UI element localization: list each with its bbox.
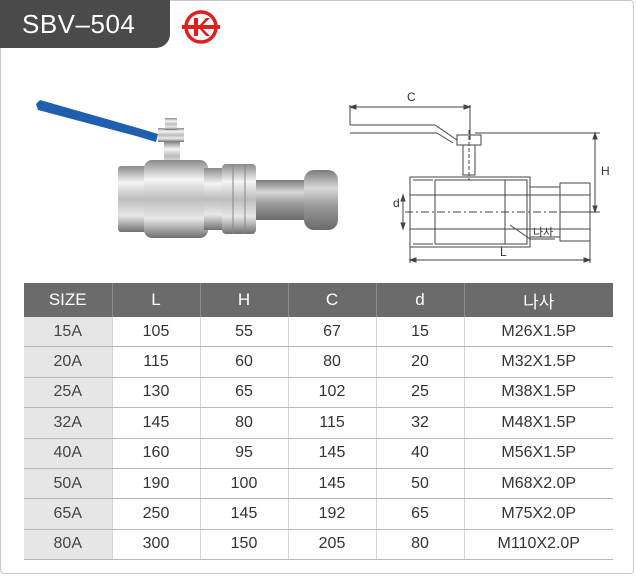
table-cell: M32X1.5P	[464, 346, 613, 378]
table-cell: 192	[288, 498, 377, 530]
table-cell: M38X1.5P	[464, 377, 613, 409]
valve-photo	[36, 100, 338, 238]
table-cell: M75X2.0P	[464, 498, 613, 530]
column-header: d	[376, 283, 465, 317]
thread-label: 나사	[533, 226, 553, 239]
table-cell: 150	[200, 529, 289, 561]
table-row: 40A 160 95 145 40 M56X1.5P	[24, 438, 613, 469]
dim-c-label: C	[407, 90, 416, 104]
table-cell: 300	[112, 529, 201, 561]
table-row: 80A 300 150 205 80 M110X2.0P	[24, 529, 613, 561]
table-cell: 65	[200, 377, 289, 409]
table-cell: 250	[112, 498, 201, 530]
table-cell: M48X1.5P	[464, 407, 613, 439]
table-cell: 40	[376, 438, 465, 469]
table-cell: 65	[376, 498, 465, 530]
table-row: 50A 190 100 145 50 M68X2.0P	[24, 468, 613, 500]
size-cell: 40A	[24, 438, 113, 469]
dim-l-label: L	[500, 245, 507, 259]
table-cell: 190	[112, 468, 201, 500]
table-cell: 50	[376, 468, 465, 500]
table-cell: 80	[200, 407, 289, 439]
table-cell: 25	[376, 377, 465, 409]
size-cell: 65A	[24, 498, 113, 530]
table-cell: M56X1.5P	[464, 438, 613, 469]
column-header: C	[288, 283, 377, 317]
k-mark-icon	[182, 10, 220, 44]
table-cell: 67	[288, 317, 377, 348]
table-cell: 15	[376, 317, 465, 348]
dim-d-label: d	[393, 196, 400, 210]
table-cell: M68X2.0P	[464, 468, 613, 500]
table-cell: 55	[200, 317, 289, 348]
table-cell: 95	[200, 438, 289, 469]
table-cell: 130	[112, 377, 201, 409]
table-row: 32A 145 80 115 32 M48X1.5P	[24, 407, 613, 439]
column-header: SIZE	[24, 283, 113, 317]
table-cell: 115	[288, 407, 377, 439]
dimension-drawing: C H d L 나사	[348, 90, 610, 263]
spec-table: SIZE L H C d 나사 15A 105 55 67 15 M26X1.5…	[24, 283, 613, 561]
table-cell: 145	[288, 438, 377, 469]
column-header: 나사	[464, 283, 613, 317]
table-cell: 32	[376, 407, 465, 439]
size-cell: 50A	[24, 468, 113, 500]
size-cell: 15A	[24, 317, 113, 348]
table-cell: 115	[112, 346, 201, 378]
table-cell: M26X1.5P	[464, 317, 613, 348]
table-row: 25A 130 65 102 25 M38X1.5P	[24, 377, 613, 409]
size-cell: 32A	[24, 407, 113, 439]
table-row: 20A 115 60 80 20 M32X1.5P	[24, 346, 613, 378]
table-cell: 145	[288, 468, 377, 500]
size-cell: 20A	[24, 346, 113, 378]
model-title: SBV–504	[0, 0, 170, 48]
table-cell: M110X2.0P	[464, 529, 613, 561]
table-cell: 20	[376, 346, 465, 378]
table-cell: 160	[112, 438, 201, 469]
column-header: L	[112, 283, 201, 317]
table-cell: 60	[200, 346, 289, 378]
table-cell: 145	[112, 407, 201, 439]
table-row: 65A 250 145 192 65 M75X2.0P	[24, 498, 613, 530]
size-cell: 25A	[24, 377, 113, 409]
table-cell: 100	[200, 468, 289, 500]
table-cell: 80	[288, 346, 377, 378]
table-cell: 105	[112, 317, 201, 348]
size-cell: 80A	[24, 529, 113, 561]
table-row: 15A 105 55 67 15 M26X1.5P	[24, 317, 613, 348]
dim-h-label: H	[601, 164, 610, 178]
table-header-row: SIZE L H C d 나사	[24, 283, 613, 317]
column-header: H	[200, 283, 289, 317]
table-cell: 102	[288, 377, 377, 409]
table-cell: 80	[376, 529, 465, 561]
table-cell: 205	[288, 529, 377, 561]
table-cell: 145	[200, 498, 289, 530]
